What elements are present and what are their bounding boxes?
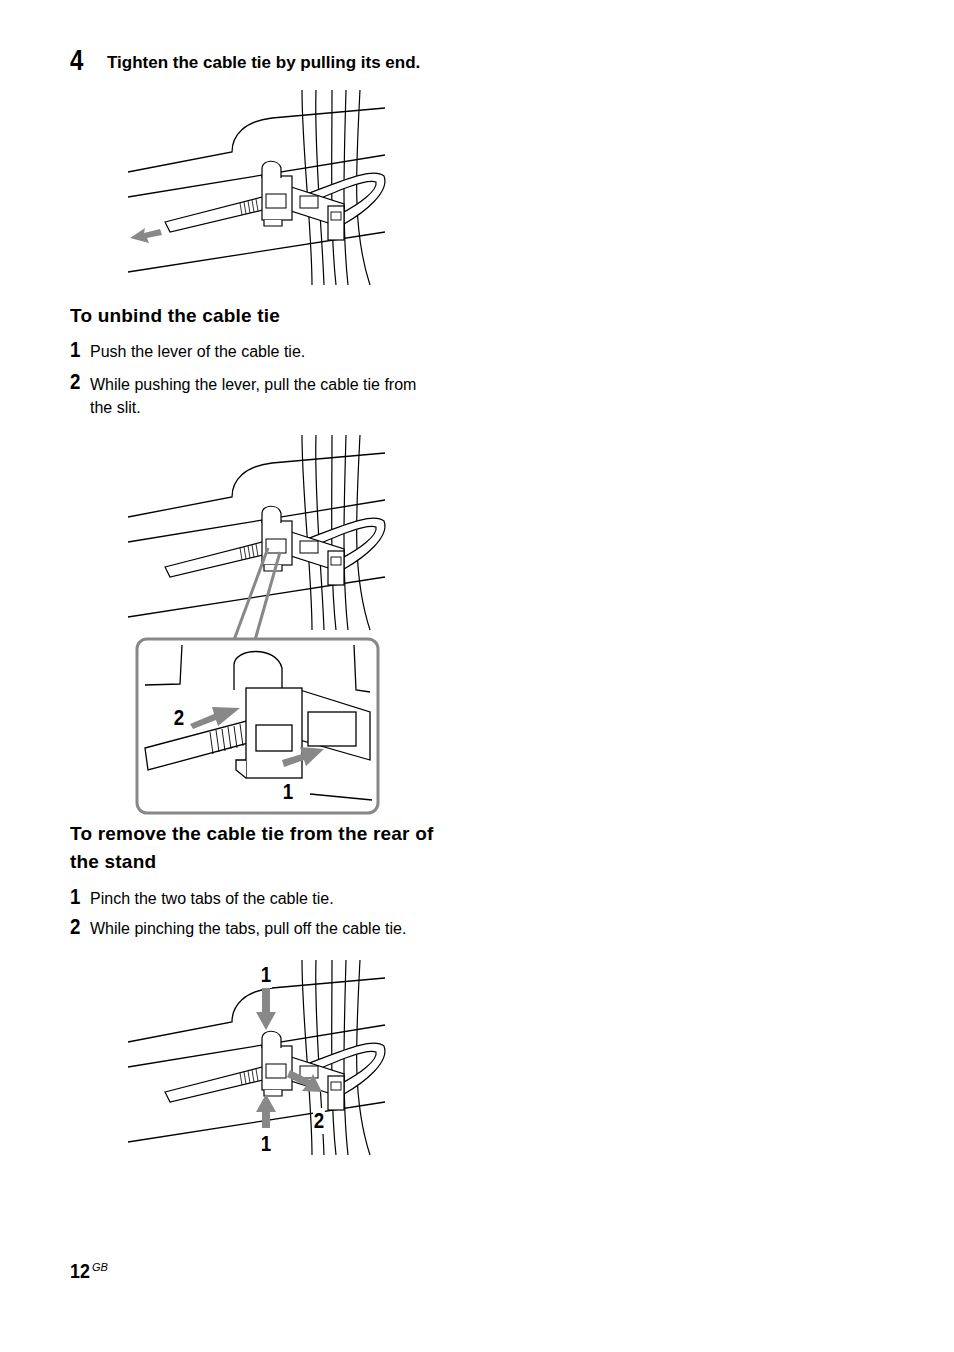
callout-number: 1 (282, 779, 294, 805)
step-number: 4 (70, 42, 83, 78)
step-text: Pinch the two tabs of the cable tie. (90, 889, 334, 908)
section-heading: To unbind the cable tie (70, 305, 280, 328)
pinch-arrow (256, 1094, 276, 1128)
step-number: 1 (70, 337, 80, 363)
callout-number: 1 (260, 962, 272, 988)
detail-inset (137, 639, 378, 813)
pull-off-arrow (287, 1070, 322, 1092)
section-heading: To remove the cable tie from the rear of… (70, 820, 455, 876)
cable-tie-figure (128, 960, 385, 1155)
step-text: Tighten the cable tie by pulling its end… (107, 53, 420, 73)
step-text: Push the lever of the cable tie. (90, 342, 305, 361)
detail-view (145, 645, 372, 800)
zoom-lines (234, 548, 280, 640)
pinch-arrow (256, 988, 276, 1030)
cable-tie-figure (128, 435, 385, 630)
step-number: 2 (70, 369, 80, 395)
callout-number: 2 (313, 1108, 325, 1134)
callout-arrow (282, 747, 324, 767)
cable-tie-figure (128, 90, 385, 285)
callout-number: 2 (173, 705, 185, 731)
step-text: While pushing the lever, pull the cable … (90, 373, 435, 419)
callout-arrow (190, 707, 240, 729)
page-suffix: GB (92, 1261, 108, 1274)
step-number: 1 (70, 884, 80, 910)
step-number: 2 (70, 914, 80, 940)
pull-arrow (130, 228, 162, 243)
page-number: 12 (70, 1258, 90, 1283)
step-text: While pinching the tabs, pull off the ca… (90, 919, 406, 938)
callout-number: 1 (260, 1131, 272, 1157)
